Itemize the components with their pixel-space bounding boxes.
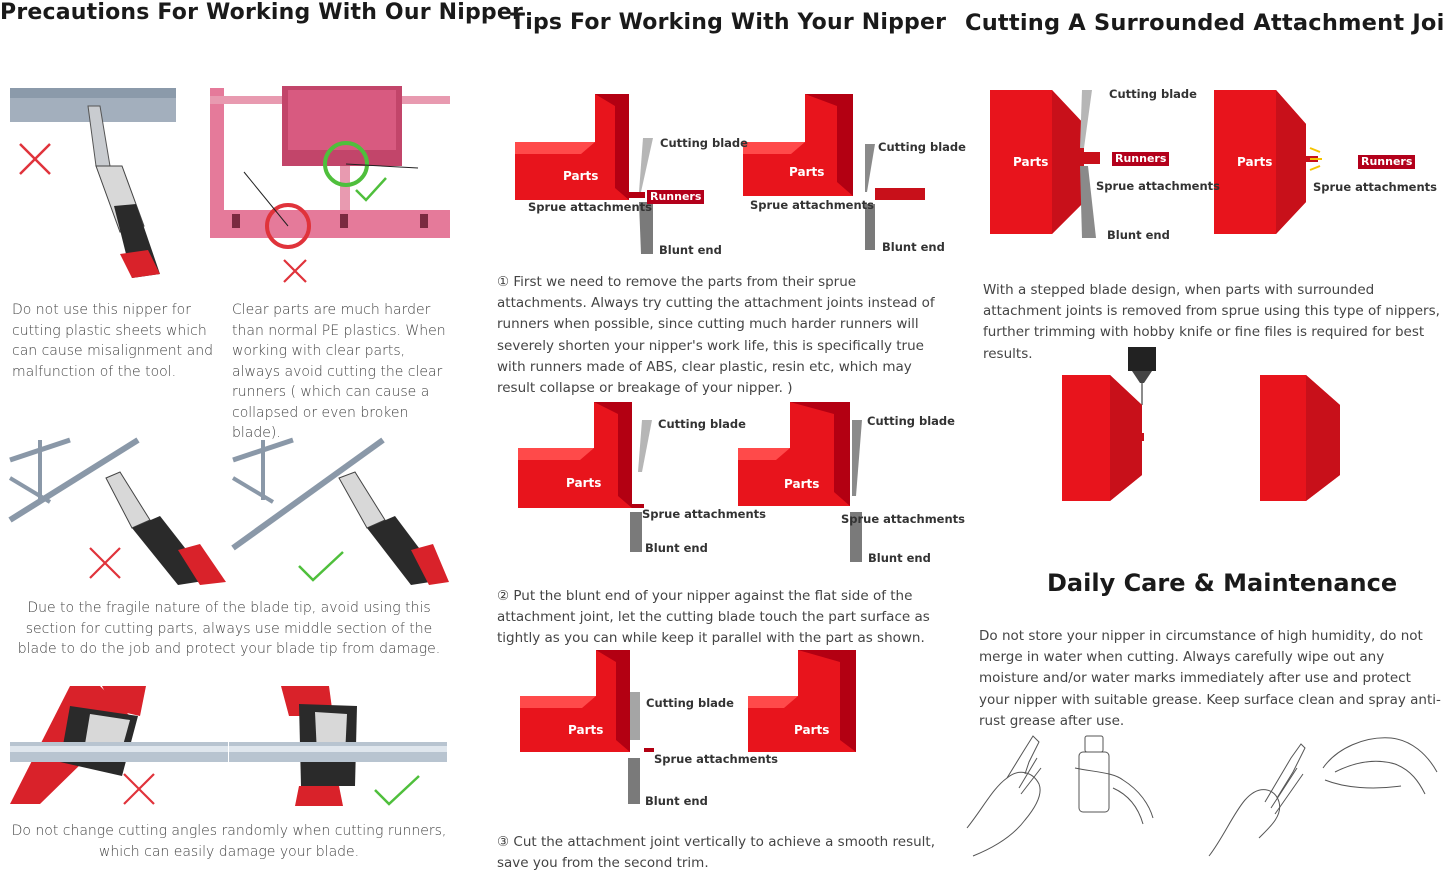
step2-text: ② Put the blunt end of your nipper again… [497,588,930,647]
sheet-cutting-illustration [10,86,200,281]
cross-icon [89,547,121,579]
step3-text: ③ Cut the attachment joint vertically to… [497,834,936,872]
step2-diagrams: Parts Cutting blade Sprue attachments Bl… [518,400,966,568]
label-cutting-blade: Cutting blade [1109,87,1197,101]
label-cutting-blade: Cutting blade [867,414,955,428]
label-parts: Parts [794,723,830,737]
note-sheets: Do not use this nipper for cutting plast… [12,302,213,380]
wipe-hand-sketch [963,728,1163,860]
label-blunt-end: Blunt end [645,794,708,808]
cross-icon [19,143,51,175]
label-runners: Runners [1358,155,1416,169]
precautions-title: Precautions For Working With Our Nipper [0,0,524,25]
blade-tip-right-illustration [231,437,451,585]
grease-hand-sketch [1205,728,1441,860]
check-icon [374,775,420,806]
check-icon [355,177,387,202]
label-parts: Parts [1237,155,1273,169]
label-blunt-end: Blunt end [659,243,722,257]
clear-parts-illustration [210,84,450,289]
note-clear-parts: Clear parts are much harder than normal … [232,302,446,441]
label-sprue-attachments: Sprue attachments [1096,179,1221,193]
angle-wrong-illustration [10,686,228,806]
blade-tip-wrong-illustration [8,437,230,585]
label-runners: Runners [647,190,705,204]
label-sprue-attachments: Sprue attachments [654,752,779,766]
label-parts: Parts [566,476,602,490]
surrounded-joint-diagrams: Parts Cutting blade Runners Sprue attach… [988,84,1438,244]
step3-diagrams: Parts Cutting blade Sprue attachments Bl… [520,648,965,808]
label-parts: Parts [568,723,604,737]
step1-text: ① First we need to remove the parts from… [497,274,935,397]
label-sprue-attachments: Sprue attachments [642,507,767,521]
label-parts: Parts [563,169,599,183]
step1-diagrams: Parts Cutting blade Sprue attachments Ru… [515,92,966,262]
label-sprue-attachments: Sprue attachments [841,512,966,526]
label-cutting-blade: Cutting blade [646,696,734,710]
daily-care-text: Do not store your nipper in circumstance… [979,628,1441,729]
label-runners: Runners [1112,152,1170,166]
surrounded-joint-desc: With a stepped blade design, when parts … [983,282,1440,362]
check-icon [298,551,344,582]
cross-icon [123,773,155,805]
label-sprue-attachments: Sprue attachments [750,198,875,212]
label-blunt-end: Blunt end [868,551,931,565]
label-cutting-blade: Cutting blade [660,136,748,150]
label-cutting-blade: Cutting blade [658,417,746,431]
label-parts: Parts [1013,155,1049,169]
trimming-illustration [1060,345,1345,505]
label-blunt-end: Blunt end [1107,228,1170,242]
label-parts: Parts [784,477,820,491]
cross-icon [283,259,307,283]
label-cutting-blade: Cutting blade [878,140,966,154]
label-parts: Parts [789,165,825,179]
label-blunt-end: Blunt end [645,541,708,555]
daily-care-title: Daily Care & Maintenance [1047,569,1398,597]
tips-title: Tips For Working With Your Nipper [510,10,947,35]
label-sprue-attachments: Sprue attachments [528,200,653,214]
label-sprue-attachments: Sprue attachments [1313,180,1438,194]
surrounded-joint-title: Cutting A Surrounded Attachment Joint [965,10,1445,36]
note-cutting-angle: Do not change cutting angles randomly wh… [11,823,447,860]
note-blade-tip: Due to the fragile nature of the blade t… [17,600,441,657]
label-blunt-end: Blunt end [882,240,945,254]
angle-right-illustration [229,686,447,806]
